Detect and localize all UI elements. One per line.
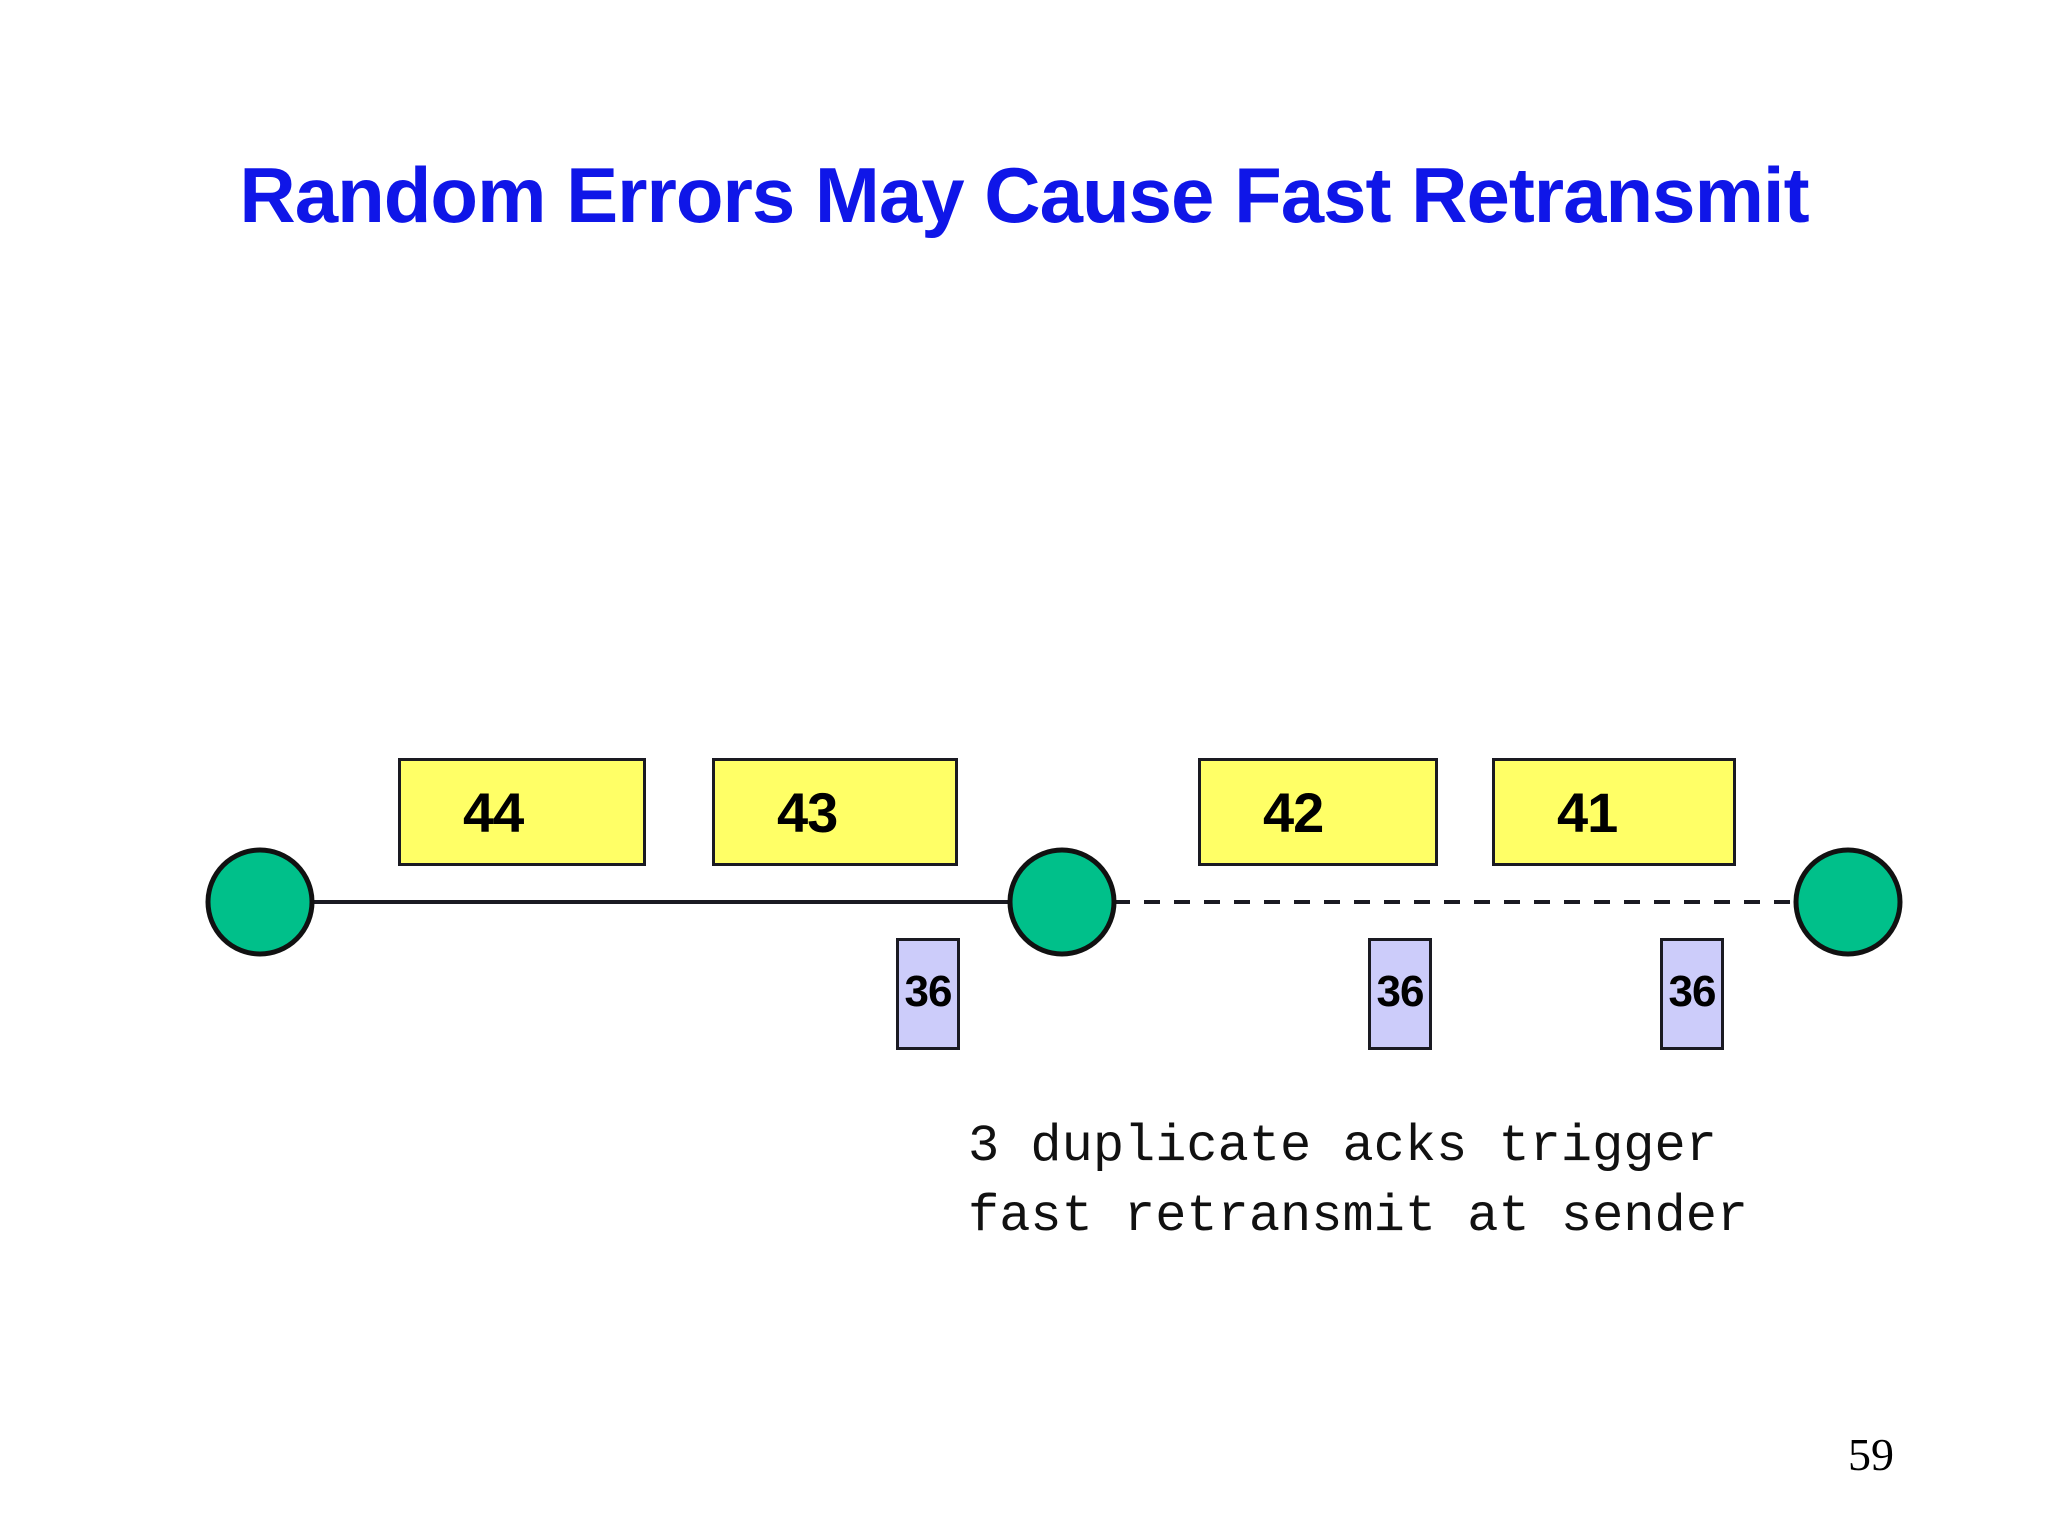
sender-node <box>205 847 315 957</box>
packet-box: 42 <box>1198 758 1438 866</box>
ack-label: 36 <box>904 967 953 1016</box>
middle-node <box>1007 847 1117 957</box>
packet-box: 44 <box>398 758 646 866</box>
page-title: Random Errors May Cause Fast Retransmit <box>239 151 1809 239</box>
ack-box: 36 <box>1660 938 1724 1050</box>
diagram-caption: 3 duplicate acks trigger fast retransmit… <box>968 1112 1748 1252</box>
ack-label: 36 <box>1376 967 1425 1016</box>
page-number: 59 <box>1848 1429 1894 1480</box>
receiver-node <box>1793 847 1903 957</box>
packet-box: 43 <box>712 758 958 866</box>
caption-line-1: 3 duplicate acks trigger <box>968 1117 1717 1176</box>
ack-box: 36 <box>896 938 960 1050</box>
packet-label: 44 <box>463 780 524 844</box>
ack-box: 36 <box>1368 938 1432 1050</box>
packet-label: 41 <box>1557 780 1618 844</box>
packet-label: 43 <box>777 780 838 844</box>
caption-line-2: fast retransmit at sender <box>968 1187 1749 1246</box>
packet-label: 42 <box>1263 780 1324 844</box>
ack-label: 36 <box>1668 967 1717 1016</box>
packet-box: 41 <box>1492 758 1736 866</box>
